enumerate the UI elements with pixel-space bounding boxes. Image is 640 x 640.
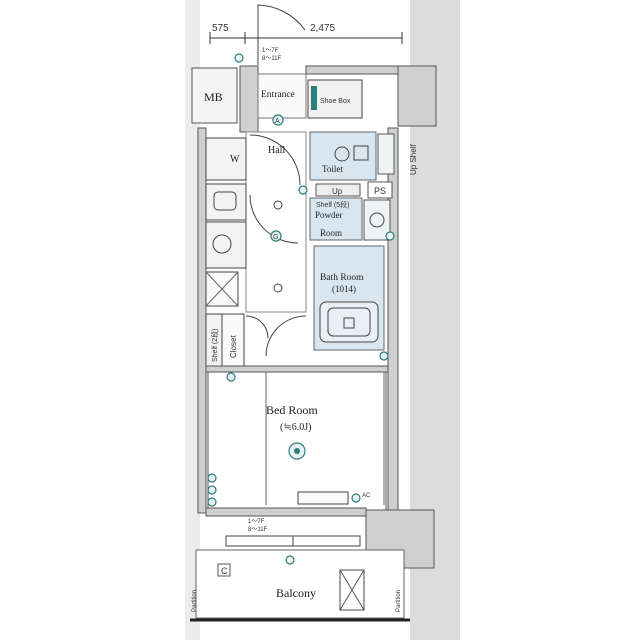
toilet-label: Toilet bbox=[322, 164, 343, 174]
ac-label: AC bbox=[362, 493, 371, 499]
washbasin bbox=[363, 199, 391, 241]
dimension-line: 575 2,475 bbox=[209, 23, 403, 44]
marker-a bbox=[272, 114, 284, 126]
mb-label: MB bbox=[204, 90, 223, 104]
marker-entrance bbox=[234, 53, 244, 63]
kitchen-stove bbox=[205, 221, 247, 269]
balcony-area bbox=[195, 549, 405, 619]
floor-note-bottom-1: 1～7F bbox=[248, 519, 265, 525]
floor-note-top-2: 8～11F bbox=[262, 56, 282, 62]
outer-wall-top-right bbox=[305, 65, 407, 75]
marker-powder bbox=[385, 231, 395, 241]
shoe-box-green-mark bbox=[311, 86, 317, 110]
entrance-area bbox=[257, 73, 307, 119]
bath-room-label-2: (1014) bbox=[332, 284, 356, 294]
marker-window bbox=[285, 555, 295, 565]
entrance-door-arc bbox=[257, 4, 306, 65]
toilet-room bbox=[309, 131, 377, 181]
toilet-tank bbox=[353, 145, 369, 161]
wall-corner-right-top bbox=[397, 65, 437, 127]
shoe-box-label: Shoe Box bbox=[320, 98, 351, 105]
up-label: Up bbox=[332, 187, 343, 196]
air-conditioner bbox=[297, 491, 349, 505]
closet-label: Closet bbox=[229, 335, 238, 358]
kitchen-sink bbox=[205, 183, 247, 221]
bath-room-label-1: Bath Room bbox=[320, 273, 364, 283]
up-box bbox=[315, 183, 361, 197]
marker-bedroom-left-2 bbox=[207, 485, 217, 495]
shelf-2-label: Shelf (2段) bbox=[210, 329, 219, 362]
bed-room-label-1: Bed Room bbox=[266, 403, 318, 417]
marker-hall bbox=[298, 185, 308, 195]
hall-light-2 bbox=[273, 283, 283, 293]
marker-bedroom-left-3 bbox=[207, 497, 217, 507]
dimension-right: 2,475 bbox=[310, 23, 335, 34]
hall-label: Hall bbox=[268, 145, 285, 156]
marker-bedroom-left-1 bbox=[207, 473, 217, 483]
powder-room bbox=[309, 197, 363, 241]
kitchen-sink-basin bbox=[213, 191, 237, 211]
fridge-cross-2 bbox=[205, 271, 239, 307]
bed-room-label-2: (≒6.0J) bbox=[280, 422, 311, 433]
outdoor-unit-x2 bbox=[339, 569, 365, 611]
marker-g bbox=[270, 230, 282, 242]
outer-wall-left bbox=[197, 127, 207, 514]
hall-door-arc bbox=[249, 134, 301, 186]
floor-note-bottom-2: 8～11F bbox=[248, 527, 268, 533]
label-g: G bbox=[273, 234, 278, 241]
outside-panel-left bbox=[185, 0, 200, 640]
washer-label: W bbox=[230, 154, 240, 165]
bedroom-top-wall bbox=[205, 365, 389, 373]
toilet-bowl bbox=[334, 146, 350, 162]
powder-room-label-1: Powder bbox=[315, 210, 343, 220]
label-a: A bbox=[275, 118, 280, 125]
mb-box bbox=[191, 67, 238, 124]
marker-bedroom-top bbox=[226, 372, 236, 382]
marker-bath bbox=[379, 351, 389, 361]
marker-ac bbox=[351, 493, 361, 503]
partition-left-label: Partition bbox=[192, 590, 198, 612]
ps-label: PS bbox=[374, 186, 386, 196]
shelf-powder-label: Shelf (5段) bbox=[316, 200, 349, 209]
washer-space bbox=[205, 137, 247, 181]
bathtub-inner bbox=[327, 307, 371, 337]
hall-light-1 bbox=[273, 200, 283, 210]
partition-right-label: Partition bbox=[396, 590, 402, 612]
bedroom-bottom-wall bbox=[205, 507, 367, 517]
dimension-left: 575 bbox=[212, 23, 229, 34]
hall-door-arc-2 bbox=[249, 194, 299, 244]
bath-vent bbox=[343, 317, 355, 329]
hall-area bbox=[245, 131, 307, 313]
toilet-side-unit bbox=[377, 133, 395, 175]
powder-room-label-2: Room bbox=[320, 228, 342, 238]
bed-room bbox=[207, 371, 387, 511]
label-c-box bbox=[217, 563, 231, 577]
entrance-label: Entrance bbox=[261, 90, 295, 100]
stove-burner bbox=[212, 234, 232, 254]
up-shelf-label: Up Shelf bbox=[409, 144, 418, 175]
washbasin-bowl bbox=[369, 212, 385, 228]
label-c: C bbox=[221, 566, 228, 576]
bedroom-ceiling-light-core bbox=[294, 448, 300, 454]
ps-box bbox=[367, 181, 393, 199]
closet-door-arcs bbox=[245, 315, 307, 357]
bathtub bbox=[319, 301, 379, 343]
outer-wall-top-left bbox=[239, 65, 259, 133]
balcony-label: Balcony bbox=[276, 586, 316, 600]
floor-note-top-1: 1～7F bbox=[262, 48, 279, 54]
